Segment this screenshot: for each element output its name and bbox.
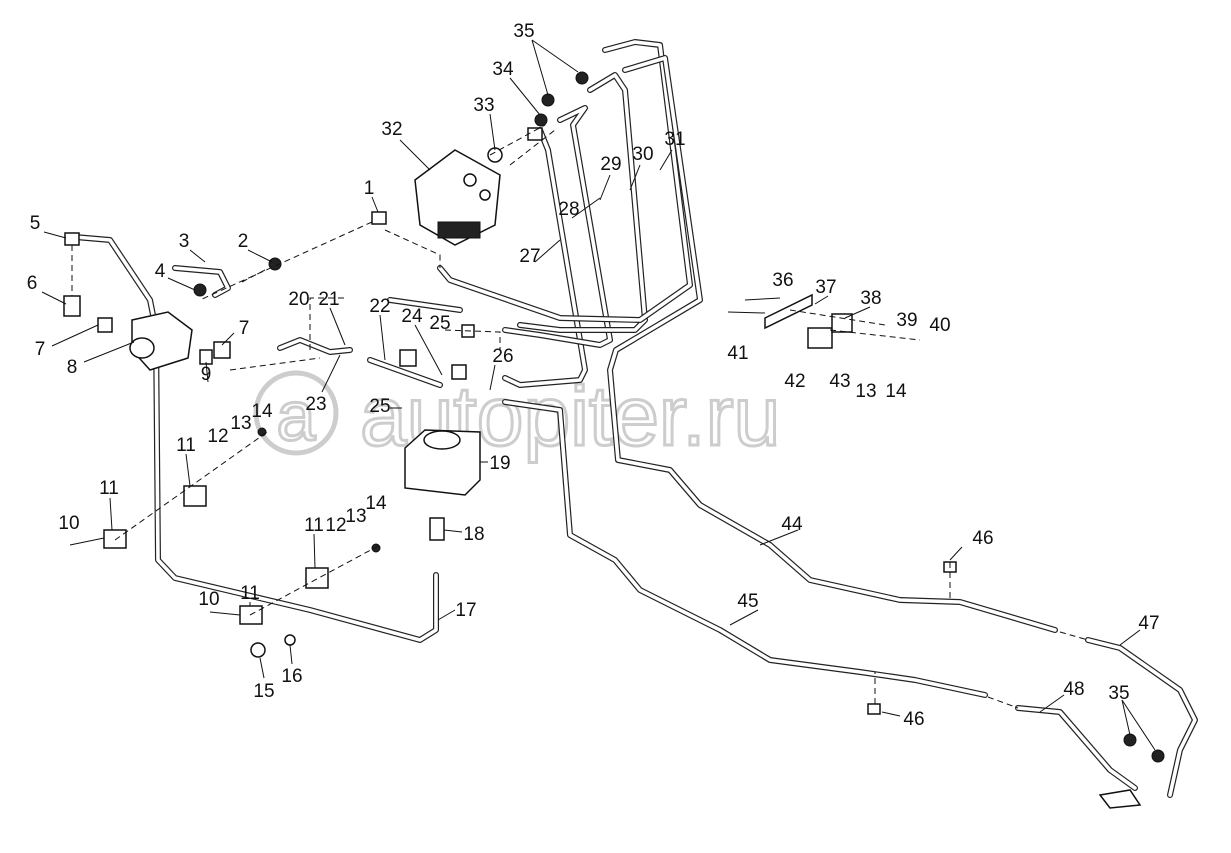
part-label: 2 [238,231,249,252]
part-label: 14 [251,401,273,422]
part-label: 11 [176,435,196,456]
pipe-inner [368,358,442,387]
part-label: 45 [737,591,758,612]
part-label: 27 [519,246,540,267]
fittings [63,71,1165,809]
part-label: 25 [429,313,450,334]
part-label: 18 [463,524,484,545]
pipe-outline [502,105,613,348]
part-label: 28 [558,199,579,220]
pipe-inner [173,266,230,297]
part-label: 23 [305,394,326,415]
part-label: 7 [35,339,46,360]
part-label: 12 [325,515,346,536]
leader-lines [41,39,1156,751]
pipes [72,39,1198,798]
part-label: 35 [513,21,534,42]
part-label: 17 [455,600,476,621]
part-label: 42 [784,371,805,392]
part-label: 46 [903,709,924,730]
pump-19 [404,429,481,496]
part-label: 10 [198,589,219,610]
svg-text:a: a [277,377,316,455]
part-label: 7 [239,318,250,339]
pipe-inner [388,298,462,312]
part-label: 35 [1108,683,1129,704]
assembly-lines [71,124,1089,709]
pipe-inner [503,106,612,347]
part-label: 11 [99,478,119,499]
part-label: 14 [885,381,907,402]
part-label: 11 [240,583,260,604]
part-label: 3 [179,231,190,252]
part-label: 8 [67,357,78,378]
part-label: 19 [489,453,510,474]
part-label: 26 [492,346,513,367]
part-label: 24 [401,306,423,327]
part-label: 16 [281,666,302,687]
pipe-outline [502,127,588,388]
part-label: 25 [369,396,390,417]
part-label: 10 [58,513,79,534]
part-label: 34 [492,59,514,80]
part-label: 44 [781,514,803,535]
part-label: 13 [230,413,251,434]
part-label: 4 [155,261,166,282]
part-label: 14 [365,493,387,514]
part-label: 29 [600,154,621,175]
part-label: 40 [929,315,950,336]
pipe-inner [608,56,1057,632]
part-label: 46 [972,528,993,549]
part-label: 31 [664,129,685,150]
part-label: 1 [364,178,375,199]
part-label: 22 [369,296,390,317]
part-label: 33 [473,95,494,116]
part-label: 48 [1063,679,1084,700]
pipe-inner [503,400,987,697]
part-label: 41 [727,343,748,364]
components [63,71,1165,809]
part-label: 13 [345,506,366,527]
part-label: 37 [815,277,836,298]
steering-valve-32 [414,149,501,246]
part-label: 43 [829,371,850,392]
watermark-logo-icon [253,370,339,456]
pipe-inner [73,235,438,642]
part-label: 5 [30,213,41,234]
pipe-inner [503,128,587,387]
part-label: 39 [896,310,917,331]
part-label: 13 [855,381,876,402]
pipe-inner [1016,706,1137,790]
part-label: 9 [201,364,212,385]
part-label: 21 [318,289,339,310]
pipe-inner [438,40,692,322]
part-label: 38 [860,288,881,309]
block-8 [129,311,193,371]
part-label: 36 [772,270,793,291]
part-label: 12 [207,426,228,447]
part-label: 11 [304,515,324,536]
pipe-inner [278,338,352,354]
part-labels: 35 34 33 32 1 5 3 2 4 6 7 8 7 9 20 21 22… [27,21,1160,730]
part-label: 47 [1138,613,1159,634]
pipe-inner [1086,638,1197,797]
part-label: 15 [253,681,274,702]
part-label: 6 [27,273,38,294]
part-label: 32 [381,119,402,140]
part-label: 20 [288,289,309,310]
part-label: 30 [632,144,653,165]
